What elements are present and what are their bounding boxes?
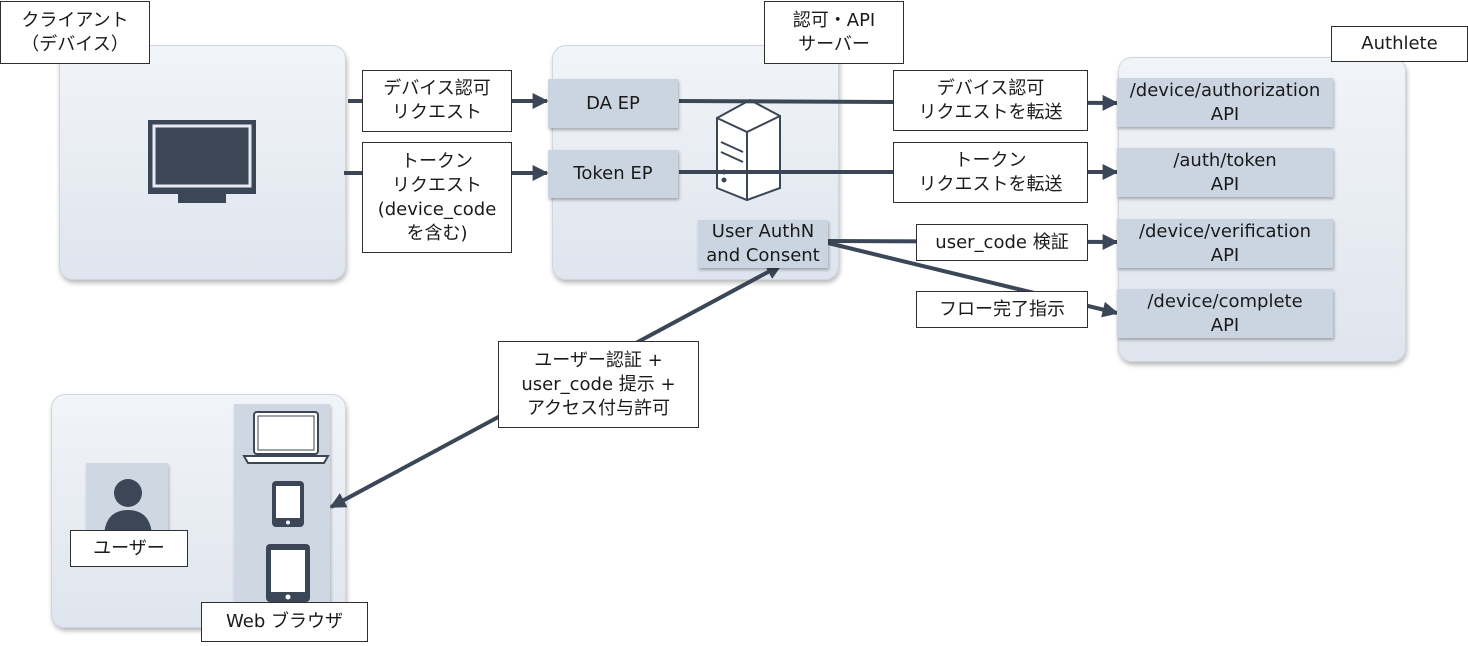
forward-device-auth-label: デバイス認可 リクエストを転送 — [893, 70, 1088, 131]
user-code-verify-label: user_code 検証 — [916, 224, 1088, 261]
device-authorization-api: /device/authorization API — [1117, 78, 1333, 127]
device-complete-api: /device/complete API — [1117, 289, 1333, 338]
device-auth-request-label: デバイス認可 リクエスト — [362, 70, 512, 132]
server-icon — [716, 98, 781, 202]
tablet-icon — [266, 544, 310, 602]
token-request-label: トークン リクエスト (device_code を含む) — [362, 142, 512, 253]
user-label: ユーザー — [70, 530, 188, 567]
monitor-icon — [148, 120, 256, 203]
user-authn-consent: User AuthN and Consent — [698, 220, 828, 268]
client-title: クライアント （デバイス） — [0, 1, 150, 64]
forward-token-label: トークン リクエストを転送 — [893, 142, 1088, 203]
server-title: 認可・API サーバー — [764, 1, 904, 64]
browser-label: Web ブラウザ — [201, 602, 368, 642]
flow-complete-label: フロー完了指示 — [916, 291, 1088, 328]
user-interaction-label: ユーザー認証 + user_code 提示 + アクセス付与許可 — [498, 341, 699, 428]
token-endpoint: Token EP — [548, 150, 678, 198]
tablet-icon — [272, 481, 304, 527]
da-endpoint: DA EP — [548, 79, 678, 128]
device-verification-api: /device/verification API — [1117, 219, 1333, 268]
authlete-title: Authlete — [1331, 26, 1468, 62]
auth-token-api: /auth/token API — [1117, 148, 1333, 197]
laptop-icon — [242, 411, 330, 464]
